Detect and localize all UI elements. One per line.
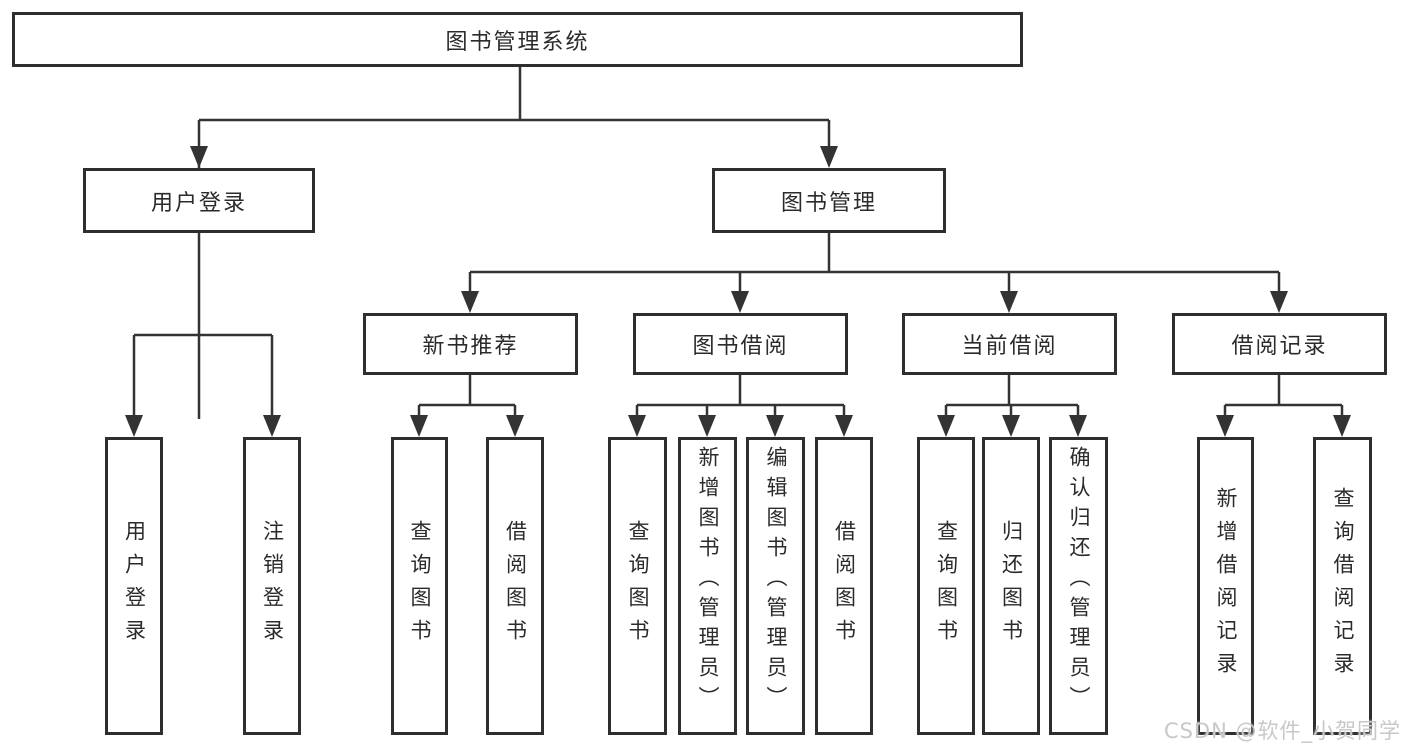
node-book-management: 图书管理 — [712, 168, 946, 233]
leaf-user-login-label: 用户登录 — [122, 520, 147, 652]
arrow-icon — [937, 415, 955, 437]
leaf-bb-borrow-books: 借阅图书 — [815, 437, 873, 735]
node-borrowing-records: 借阅记录 — [1172, 313, 1387, 375]
node-new-book-recommend-label: 新书推荐 — [422, 334, 519, 359]
leaf-nbr-borrow-books-label: 借阅图书 — [503, 520, 528, 652]
arrow-icon — [125, 415, 143, 437]
arrow-icon — [410, 415, 428, 437]
leaf-br-add-record: 新增借阅记录 — [1197, 437, 1254, 735]
leaf-bb-borrow-books-label: 借阅图书 — [832, 520, 857, 652]
leaf-bb-edit-books: 编辑图书（管理员） — [746, 437, 805, 735]
node-book-management-label: 图书管理 — [780, 190, 877, 216]
leaf-nbr-borrow-books: 借阅图书 — [486, 437, 544, 735]
leaf-cb-return-books: 归还图书 — [982, 437, 1040, 735]
leaf-br-add-record-label: 新增借阅记录 — [1214, 487, 1239, 685]
arrow-icon — [1000, 291, 1018, 313]
leaf-bb-query-books: 查询图书 — [608, 437, 667, 735]
arrow-icon — [835, 415, 853, 437]
leaf-logout: 注销登录 — [243, 437, 301, 735]
node-current-borrowing-label: 当前借阅 — [961, 334, 1058, 359]
arrow-icon — [628, 415, 646, 437]
arrow-icon — [263, 415, 281, 437]
arrow-icon — [1216, 415, 1234, 437]
node-user-login-label: 用户登录 — [150, 190, 247, 216]
arrow-icon — [698, 415, 716, 437]
leaf-logout-label: 注销登录 — [260, 520, 285, 652]
node-borrowing-records-label: 借阅记录 — [1231, 334, 1328, 359]
arrow-icon — [1002, 415, 1020, 437]
arrow-icon — [766, 415, 784, 437]
leaf-bb-edit-books-label: 编辑图书（管理员） — [764, 446, 789, 716]
arrow-icon — [461, 291, 479, 313]
arrow-icon — [190, 146, 208, 168]
watermark: CSDN @软件_小贺同学 — [1163, 719, 1401, 743]
node-user-login: 用户登录 — [83, 168, 315, 233]
leaf-bb-add-books: 新增图书（管理员） — [678, 437, 737, 735]
node-root: 图书管理系统 — [12, 12, 1023, 67]
arrowheads — [125, 146, 1351, 437]
leaf-bb-query-books-label: 查询图书 — [626, 520, 651, 652]
leaf-nbr-query-books-label: 查询图书 — [408, 520, 433, 652]
arrow-icon — [506, 415, 524, 437]
leaf-cb-confirm-return: 确认归还（管理员） — [1049, 437, 1108, 735]
node-new-book-recommend: 新书推荐 — [363, 313, 578, 375]
arrow-icon — [820, 146, 838, 168]
arrow-icon — [731, 291, 749, 313]
leaf-br-query-record: 查询借阅记录 — [1313, 437, 1372, 735]
node-root-label: 图书管理系统 — [445, 29, 590, 55]
leaf-br-query-record-label: 查询借阅记录 — [1331, 487, 1356, 685]
node-book-borrowing-label: 图书借阅 — [692, 334, 789, 359]
arrow-icon — [1270, 291, 1288, 313]
node-book-borrowing: 图书借阅 — [633, 313, 848, 375]
arrow-icon — [1333, 415, 1351, 437]
leaf-cb-return-books-label: 归还图书 — [999, 520, 1024, 652]
leaf-cb-query-books: 查询图书 — [917, 437, 975, 735]
leaf-bb-add-books-label: 新增图书（管理员） — [696, 446, 721, 716]
node-current-borrowing: 当前借阅 — [902, 313, 1117, 375]
leaf-cb-query-books-label: 查询图书 — [934, 520, 959, 652]
connector-lines — [132, 67, 1344, 419]
leaf-user-login: 用户登录 — [105, 437, 163, 735]
arrow-icon — [1069, 415, 1087, 437]
leaf-cb-confirm-return-label: 确认归还（管理员） — [1067, 446, 1092, 716]
leaf-nbr-query-books: 查询图书 — [391, 437, 448, 735]
